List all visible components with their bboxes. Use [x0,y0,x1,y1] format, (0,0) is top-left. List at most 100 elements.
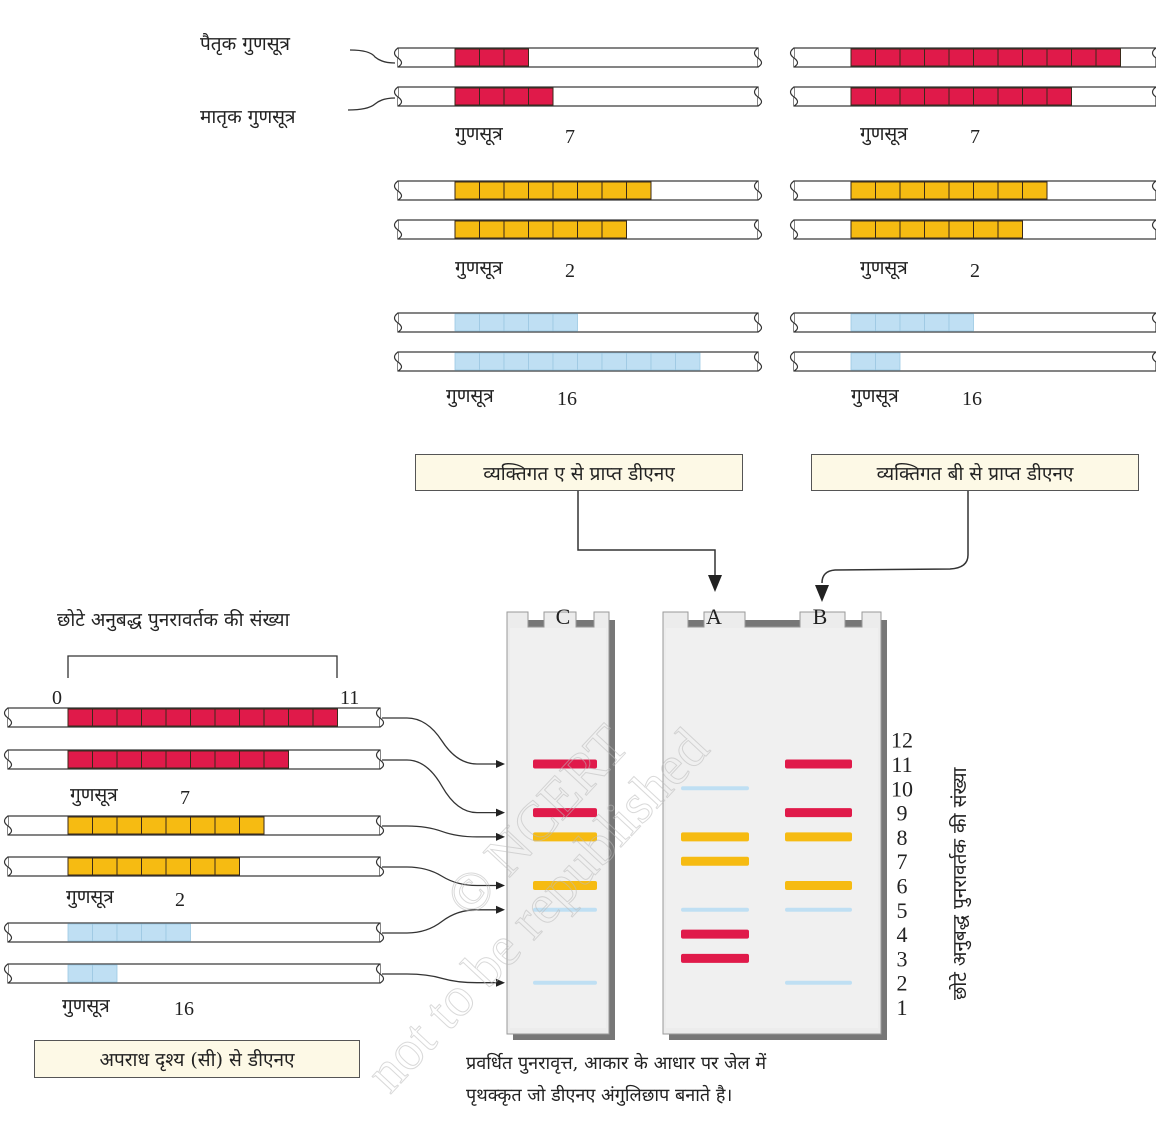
crime-chr7-maternal [3,749,385,770]
repeat-unit [948,313,974,332]
scale-end-label: 11 [340,687,360,709]
lane-label-b: B [813,604,828,629]
repeat-unit [1022,87,1048,106]
maternal-connector [347,97,396,111]
person-b-arrow [821,491,969,584]
axis-tick-label: 4 [897,922,908,947]
repeat-unit [875,48,901,67]
repeat-unit [503,48,529,67]
repeat-unit [116,708,142,727]
gel-band [785,832,852,842]
gel-band [785,881,852,890]
repeat-unit [850,181,876,200]
repeat-unit [239,708,265,727]
gel-band [533,881,597,890]
gel-band [681,832,749,842]
person-a-chr16-paternal [393,312,763,333]
repeat-unit [454,87,480,106]
repeat-unit [239,816,265,835]
gel-band [681,856,749,866]
band-arrow [382,973,505,987]
axis-tick-label: 10 [891,776,913,801]
chromosome-label: गुणसूत्र [70,784,118,806]
repeat-unit [850,48,876,67]
repeat-unit [973,87,999,106]
repeat-unit [503,87,529,106]
repeat-unit [626,352,652,371]
repeat-unit [67,750,93,769]
repeat-unit [1022,181,1048,200]
repeat-unit [552,181,578,200]
repeat-unit [552,313,578,332]
chromosome-number: 16 [557,388,577,410]
person-b-chr16-paternal [789,312,1156,333]
chromosome-label: गुणसूत्र [455,257,503,279]
band-arrow [382,825,505,841]
repeat-unit [116,923,142,942]
repeat-unit [528,220,554,239]
gel-band [681,929,749,939]
person-b-chr16-maternal [789,351,1156,372]
person-a-chr2-paternal [393,180,763,201]
gel-caption-line1: प्रवर्धित पुनरावृत्त, आकार के आधार पर जे… [466,1053,767,1074]
gel-plate-ab [662,611,887,1040]
repeat-unit [601,181,627,200]
person-b-chr2-paternal [789,180,1156,201]
gel-band [681,786,749,791]
repeat-unit [165,708,191,727]
chromosome-number: 2 [175,889,185,911]
repeat-unit [948,48,974,67]
repeat-unit [92,923,118,942]
repeat-unit [1095,48,1121,67]
repeat-unit [165,857,191,876]
repeat-unit [577,352,603,371]
repeat-unit [899,87,925,106]
repeat-unit [214,857,240,876]
repeat-unit [190,816,216,835]
axis-tick-label: 2 [897,971,908,996]
repeat-unit [675,352,701,371]
repeat-unit [479,220,505,239]
gel-band [533,832,597,842]
repeat-unit [67,964,93,983]
repeat-unit [601,220,627,239]
chromosome-number: 7 [180,787,190,809]
chromosome-label: गुणसूत्र [860,123,908,145]
person-a-arrow [577,491,716,575]
repeat-unit [503,220,529,239]
chromosome-label: गुणसूत्र [455,123,503,145]
gel-caption-line2: पृथक्कृत जो डीएनए अंगुलिछाप बनाते है। [466,1085,733,1106]
gel-band [785,980,852,985]
repeat-unit [239,750,265,769]
lane-label-c: C [556,604,571,629]
repeat-unit [924,181,950,200]
paternal-chromosome-label: पैतृक गुणसूत्र [200,33,291,55]
gel-band [533,907,597,912]
repeat-unit [973,48,999,67]
repeat-unit [997,87,1023,106]
axis-label: छोटे अनुबद्ध पुनरावर्तक की संख्या [948,766,972,1000]
repeat-unit [479,48,505,67]
repeat-unit [503,181,529,200]
gel-band [681,953,749,963]
repeat-unit [626,181,652,200]
repeat-unit [973,220,999,239]
repeat-unit [454,220,480,239]
repeat-unit [454,181,480,200]
repeat-unit [67,923,93,942]
repeat-unit [479,181,505,200]
crime-chr16-maternal [3,963,385,984]
person-a-chr16-maternal [393,351,763,372]
band-arrow [382,905,505,934]
lane-label-a: A [706,604,722,629]
repeat-unit [454,352,480,371]
person-a-arrowhead [708,575,722,592]
repeat-unit [116,816,142,835]
crime-chr2-paternal [3,815,385,836]
chromosome-number: 7 [970,126,980,148]
repeat-unit [141,750,167,769]
repeat-unit [141,923,167,942]
person-b-chr2-maternal [789,219,1156,240]
repeats-count-title: छोटे अनुबद्ध पुनरावर्तक की संख्या [57,609,290,631]
repeat-unit [899,220,925,239]
